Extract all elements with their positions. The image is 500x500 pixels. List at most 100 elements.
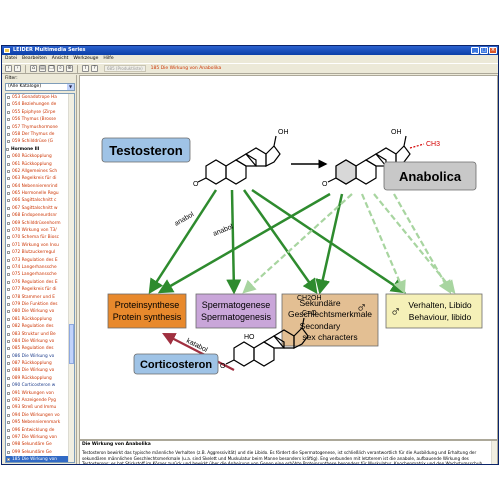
print-icon[interactable]: ▤: [39, 65, 46, 72]
tree-item-label: 090 Corticosteron w: [12, 383, 56, 389]
tree-item[interactable]: 054 Beziehungen de: [6, 101, 70, 108]
tree-item[interactable]: 078 Stammer und E: [6, 294, 70, 301]
menu-hilfe[interactable]: Hilfe: [103, 56, 114, 61]
catalog-select[interactable]: (Alle Kataloge) ▼: [5, 83, 75, 91]
tree-item-label: 069 Schilddrüsenhorm: [12, 220, 61, 226]
tree-item[interactable]: 068 Endopeneurdsnr: [6, 212, 70, 219]
tree-item[interactable]: 071 Wirkung von Insu: [6, 242, 70, 249]
tree-item-label: 087 Rückkopplung: [12, 361, 52, 367]
tree-item-label: 077 Regelkreis für di: [12, 287, 57, 293]
forward-icon[interactable]: ›: [14, 65, 21, 72]
tree-item-label: 078 Stammer und E: [12, 294, 56, 300]
tree-item-label: 055 Epiphyse (Zirpe: [12, 109, 56, 115]
anabolica-o-label: O: [322, 181, 328, 188]
tree-item-label: 063 Regelkreis für di: [12, 176, 57, 182]
sidebar: Filter: (Alle Kataloge) ▼ 053 Gonadotrop…: [2, 75, 77, 464]
tree-item[interactable]: 066 Sagittalschnitt c: [6, 197, 70, 204]
tree-item-label: 092 Anzeigende Pyg: [12, 398, 57, 404]
tree-item[interactable]: 057 Thymushormone: [6, 124, 70, 131]
tree-item[interactable]: 083 Struktur und Be: [6, 331, 70, 338]
chevron-down-icon[interactable]: ▼: [67, 84, 74, 90]
page-icon: [7, 206, 10, 210]
tree-item[interactable]: 097 Die Wirkung von: [6, 434, 70, 441]
tree-item[interactable]: 090 Corticosteron w: [6, 382, 70, 389]
tree-item[interactable]: 069 Schilddrüsenhorm: [6, 220, 70, 227]
tree-item[interactable]: 094 Die Wirkungen vo: [6, 412, 70, 419]
menu-ansicht[interactable]: Ansicht: [51, 56, 69, 61]
tree-group-header[interactable]: Hormone III: [6, 146, 70, 153]
page-icon: [7, 347, 10, 351]
back-icon[interactable]: ‹: [5, 65, 12, 72]
tree-item[interactable]: 060 Rückkopplung: [6, 153, 70, 160]
page-icon: [7, 443, 10, 447]
tree-item[interactable]: 077 Regelkreis für di: [6, 286, 70, 293]
tree-item[interactable]: 091 Wirkungen von: [6, 390, 70, 397]
tree-item-label: 098 Sekundäre Ge: [12, 442, 52, 448]
tree-item[interactable]: 074 Langerhanssche: [6, 264, 70, 271]
tree-item-label: 074 Langerhanssche: [12, 264, 57, 270]
tree-item[interactable]: 064 Nebennierenrind: [6, 183, 70, 190]
menu-datei[interactable]: Datei: [5, 56, 18, 61]
help-icon[interactable]: ?: [91, 65, 98, 72]
tree-item[interactable]: 099 Sekundäre Ge: [6, 449, 70, 456]
tree-item[interactable]: 053 Gonadotrope Ha: [6, 94, 70, 101]
info-icon[interactable]: i: [82, 65, 89, 72]
tree-item[interactable]: 095 Nebennierenmark: [6, 419, 70, 426]
minimize-button[interactable]: _: [471, 47, 479, 54]
search-icon[interactable]: ⌕: [57, 65, 64, 72]
menu-bearbeiten[interactable]: Bearbeiten: [22, 56, 47, 61]
breadcrumb[interactable]: 685 (Produktliste): [104, 65, 146, 72]
tree-item[interactable]: 076 Regulation des E: [6, 279, 70, 286]
tree-item[interactable]: 089 Rückkopplung: [6, 375, 70, 382]
corticosteron-o-label: O: [220, 363, 226, 370]
tree-item[interactable]: 087 Rückkopplung: [6, 360, 70, 367]
copy-icon[interactable]: ❐: [48, 65, 55, 72]
tree-item[interactable]: 098 Sekundäre Ge: [6, 441, 70, 448]
page-icon: [7, 421, 10, 425]
tree-item[interactable]: 058 Der Thymus de: [6, 131, 70, 138]
tree-item[interactable]: 063 Regelkreis für di: [6, 175, 70, 182]
tree-item-label: 065 Hormonelle Regu: [12, 191, 59, 197]
tree-item[interactable]: 062 Allgemeines Sch: [6, 168, 70, 175]
tree-item[interactable]: 084 Die Wirkung vo: [6, 338, 70, 345]
catalog-select-value: (Alle Kataloge): [8, 84, 42, 89]
tree-item[interactable]: 092 Anzeigende Pyg: [6, 397, 70, 404]
tree-item[interactable]: 085 Regulation des: [6, 345, 70, 352]
tree-item[interactable]: 081 Rückkopplung: [6, 316, 70, 323]
tree-item[interactable]: 079 Die Funktion des: [6, 301, 70, 308]
description-scrollbar[interactable]: [491, 441, 497, 464]
diagram-panel: Testosteron OH O: [79, 75, 498, 440]
tree-item[interactable]: 055 Epiphyse (Zirpe: [6, 109, 70, 116]
tree-item[interactable]: 067 Sagittalschnitt w: [6, 205, 70, 212]
sex-characters-line-4: sex characters: [302, 332, 357, 342]
tree-item[interactable]: 088 Die Wirkung vo: [6, 367, 70, 374]
tree-item[interactable]: 080 Die Wirkung vo: [6, 308, 70, 315]
topic-title: 185 Die Wirkung von Anabolika: [150, 66, 222, 71]
tree-item[interactable]: 073 Regulation des E: [6, 257, 70, 264]
page-icon: [7, 354, 10, 358]
tree-item[interactable]: 061 Rückkopplung: [6, 161, 70, 168]
tree-item[interactable]: 059 Schilddrüse (G: [6, 138, 70, 145]
methyl-bond: [409, 143, 425, 149]
maximize-button[interactable]: □: [480, 47, 488, 54]
home-icon[interactable]: ⌂: [30, 65, 37, 72]
tree-scrollbar[interactable]: [68, 94, 74, 462]
tree-item[interactable]: 056 Thymus (Brosse: [6, 116, 70, 123]
tree-item[interactable]: 185 Die Wirkung von: [6, 456, 70, 462]
zoom-icon[interactable]: ⊕: [66, 65, 73, 72]
tree-item[interactable]: 082 Regulation des: [6, 323, 70, 330]
tree-item[interactable]: 075 Langerhanssche: [6, 271, 70, 278]
tree-item[interactable]: 070 Wirkung von T3/: [6, 227, 70, 234]
close-button[interactable]: ×: [489, 47, 497, 54]
tree-item[interactable]: 072 Blutzuckerregul: [6, 249, 70, 256]
page-icon: [7, 325, 10, 329]
tree-item[interactable]: 086 Die Wirkung vo: [6, 353, 70, 360]
tree-item[interactable]: 096 Entwicklung de: [6, 427, 70, 434]
tree-item-label: 061 Rückkopplung: [12, 161, 52, 167]
tree-item[interactable]: 070 Schema für Biosc: [6, 234, 70, 241]
tree-item[interactable]: 093 Streß und Immu: [6, 404, 70, 411]
tree-scrollbar-thumb[interactable]: [69, 324, 74, 364]
menu-werkzeuge[interactable]: Werkzeuge: [73, 56, 99, 61]
tree-item[interactable]: 065 Hormonelle Regu: [6, 190, 70, 197]
